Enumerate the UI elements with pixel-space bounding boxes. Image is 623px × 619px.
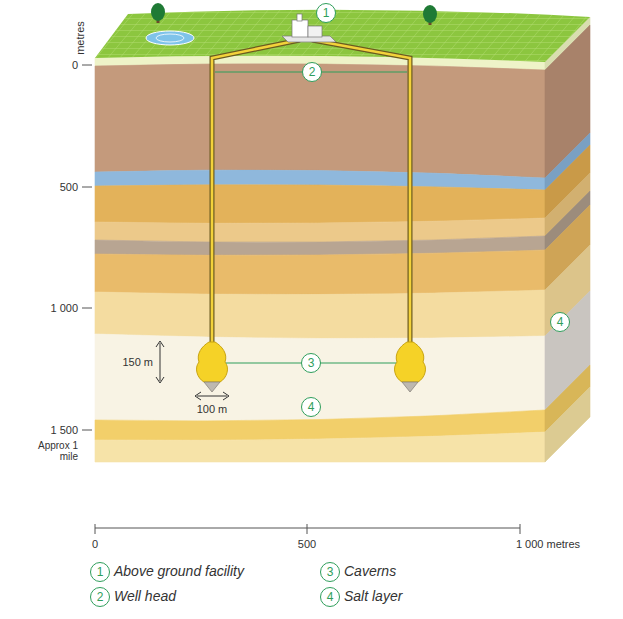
callout-circle: 2 [302,62,322,82]
callout-number: 4 [557,316,564,328]
legend-text: Above ground facility [114,564,244,579]
cavern [395,342,426,382]
depth-note: Approx 1 mile [34,440,78,462]
tree-crown [151,3,165,21]
callout-circle: 3 [301,353,321,373]
pond-ripple [156,34,184,42]
cavern-sump [204,382,220,392]
axis-title: metres [74,21,86,55]
axis-tick [82,187,92,188]
legend-text: Caverns [344,564,396,579]
ground-grid [95,10,590,62]
axis-tick [82,430,92,431]
well-pipe-outline [312,40,410,346]
callout-number: 1 [97,566,104,578]
callout-number: 4 [327,591,334,603]
callout-circle: 3 [320,562,340,582]
dimension-label: 150 m [122,356,153,368]
well-pipe-outline [212,40,300,346]
callout-number: 3 [327,566,334,578]
tree-crown [423,5,437,23]
well-pipe [212,40,300,346]
facility-building [292,20,308,37]
axis-tick [520,524,521,534]
callout-circle: 4 [320,587,340,607]
axis-tick [82,308,92,309]
facility-stack [297,14,302,21]
axis-tick [82,65,92,66]
ground-surface [95,10,590,62]
rock-layer-side [545,387,590,462]
callout-circle: 1 [316,3,336,23]
depth-value: 0 [72,59,78,71]
distance-value: 0 [92,538,98,550]
callout-number: 2 [97,591,104,603]
rock-layer [95,250,545,295]
callout-circle: 4 [550,312,570,332]
depth-value: 1 000 [50,302,78,314]
arrow-head [156,341,164,383]
distance-value: 1 000 metres [516,538,580,550]
rock-layer [95,290,545,339]
rock-layer [95,185,545,224]
dimension-arrow [197,396,227,397]
arrow-head [195,392,229,400]
legend-text: Salt layer [344,589,402,604]
legend-text: Well head [114,589,176,604]
cavern [197,342,228,382]
callout-number: 4 [308,401,315,413]
rock-layer [95,432,545,462]
well-pipe [312,40,410,346]
dimension-arrow [160,343,161,381]
callout-number: 3 [308,357,315,369]
callout-circle: 1 [90,562,110,582]
cavern-sump [402,382,418,392]
distance-value: 500 [298,538,316,550]
facility-building [308,26,322,37]
axis-tick [95,524,96,534]
callout-circle: 4 [301,397,321,417]
pond [146,31,194,45]
callout-circle: 2 [90,587,110,607]
dimension-label: 100 m [197,403,228,415]
rock-layer [95,334,545,421]
rock-layer [95,64,545,178]
callout-number: 2 [309,66,316,78]
callout-number: 1 [323,7,330,19]
depth-value: 500 [60,181,78,193]
axis-tick [307,524,308,534]
depth-value: 1 500 [50,424,78,436]
